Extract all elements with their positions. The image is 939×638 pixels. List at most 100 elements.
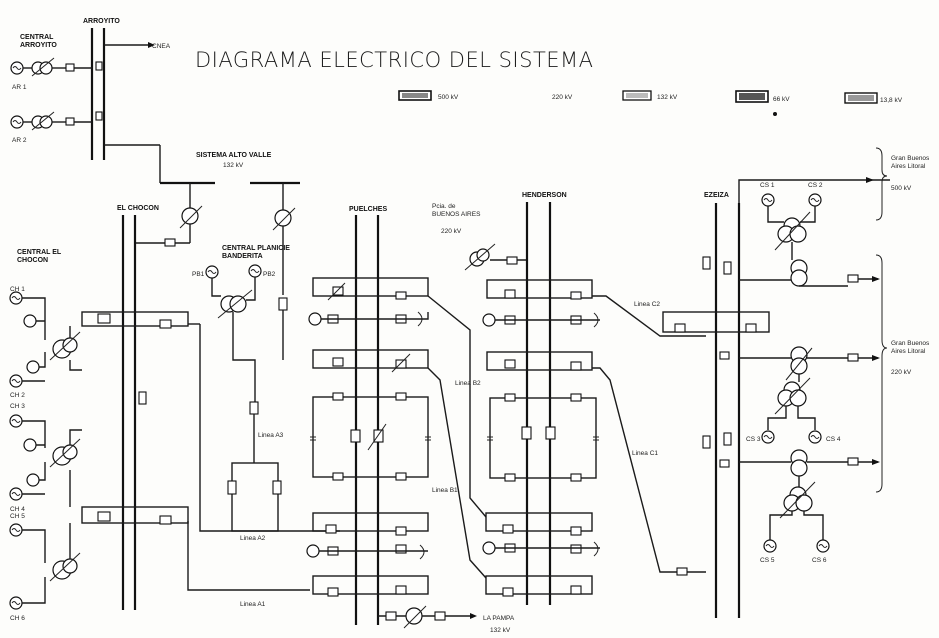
label-linea-b2: Linea B2 [455,380,481,387]
capacitor-henderson-2-icon [593,541,599,557]
breaker-ezeiza-11-icon [847,457,859,466]
regulator-arrow-icon [49,552,81,582]
label-cs5: CS 5 [760,557,775,564]
puelches-frame-1 [312,277,429,297]
breaker-henderson-16-icon [570,544,582,554]
breaker-henderson-9-icon [521,426,532,440]
breaker-ezeiza-1-icon [674,323,686,333]
puelches-row-2 [321,312,429,320]
sine-icon [818,544,828,548]
output-arrow-icon [872,459,880,465]
puelches-frame-2 [312,349,429,369]
breaker-puelches-13-icon [325,524,337,534]
legend-label-132kv: 132 kV [657,94,678,101]
breaker-la-pampa-2-icon [434,611,446,621]
henderson-frame-3 [485,512,593,532]
regulator-arrow-icon [774,211,811,251]
label-linea-a3: Linea A3 [258,432,284,439]
sine-icon [810,435,820,439]
sine-icon [11,379,21,383]
sine-icon [11,296,21,300]
breaker-c1-icon [676,567,688,576]
transformer-alto-valle-2-icon [274,209,292,227]
breaker-henderson-8-icon [570,393,582,402]
henderson-group: HENDERSON [482,192,600,605]
label-gran-bs-as-500-kv: 500 kV [891,185,912,192]
label-puelches: PUELCHES [349,206,387,213]
henderson-capacitor-frame [489,397,597,479]
breaker-ezeiza-10-icon [847,353,859,362]
regulator-arrow-icon [49,438,81,468]
label-linea-b1: Linea B1 [432,487,458,494]
breaker-alto-valle-2-icon [278,297,288,311]
breaker-puelches-8-icon [395,392,407,401]
breaker-henderson-10-icon [545,426,556,440]
breaker-henderson-18-icon [570,585,582,595]
breaker-puelches-14-icon [395,526,407,536]
legend-label-13kv: 13,8 kV [880,97,903,104]
breaker-pcia-icon [506,256,518,265]
breaker-henderson-2-icon [570,291,582,300]
output-arrow-icon [872,355,880,361]
ezeiza-tx1-wiring [791,242,848,287]
label-ch4: CH 4 [10,506,25,513]
regulator-arrow-icon [391,353,411,373]
linea-c1-path [592,367,706,573]
linea-a1-path [187,521,310,591]
legend-swatch-132kv-fill [626,93,648,98]
breaker-puelches-12-icon [395,472,407,481]
henderson-frame-4 [485,575,593,595]
capacitor-icon [425,436,431,441]
transformer-ch34-b-icon [62,444,78,460]
label-ch2: CH 2 [10,392,25,399]
sine-icon [12,66,22,70]
sine-icon [11,419,21,423]
breaker-puelches-7-icon [332,392,344,401]
label-ch1: CH 1 [10,286,25,293]
label-linea-a2: Linea A2 [240,535,266,542]
label-cnea: CNEA [152,43,171,50]
label-linea-c2: Linea C2 [634,301,660,308]
label-el-chocon: EL CHOCON [117,205,159,212]
legend-dot [773,112,777,116]
ch-bus-wiring [69,360,82,507]
linea-b1-path [427,367,487,579]
regulator-arrow-icon [31,57,55,77]
breaker-puelches-9-icon [350,429,361,443]
reactor-puelches-1-icon [308,312,322,326]
label-linea-c1: Linea C1 [632,450,658,457]
generator-ch2-b-icon [26,360,40,374]
breaker-puelches-6-icon [395,359,407,369]
regulator-arrow-icon [272,207,296,231]
legend-swatch-500kv-fill [402,93,428,98]
reactor-henderson-1-icon [482,313,496,327]
breaker-chocon-lower-1-icon [97,511,111,522]
capacitor-puelches-2-icon [419,544,425,560]
label-ezeiza: EZEIZA [704,192,729,199]
alto-valle-group: SISTEMA ALTO VALLE 132 kV [135,152,300,247]
linea-a2-path [199,324,340,532]
label-sistema-alto-valle: SISTEMA ALTO VALLE [196,152,272,159]
label-ch3: CH 3 [10,403,25,410]
ezeiza-500kv-feed [738,179,890,203]
breaker-henderson-17-icon [502,587,514,597]
henderson-frame-1 [486,279,593,299]
regulator-arrow-icon [179,205,203,229]
cnea-arrow-icon [148,42,155,48]
sine-icon [11,492,21,496]
puelches-frame-4 [312,575,429,595]
capacitor-icon [593,436,599,441]
breaker-arroyito-2-icon [95,111,103,121]
breaker-puelches-5-icon [332,357,344,367]
legend-swatch-13kv-fill [848,95,874,101]
puelches-frame-3 [312,512,429,532]
label-gran-bs-as-220-kv: 220 kV [891,369,912,376]
breaker-chocon-lower-2-icon [159,515,172,525]
cs56-wiring [769,476,824,540]
